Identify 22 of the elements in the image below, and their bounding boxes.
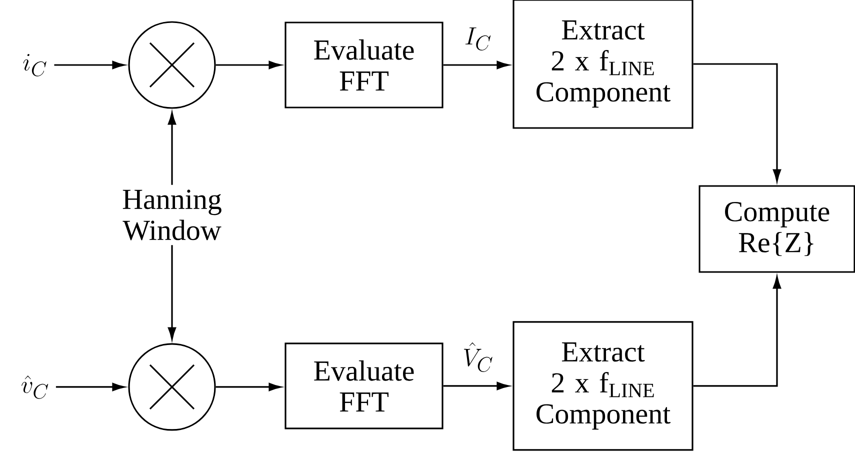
multiplier-circle xyxy=(128,21,216,109)
window-label: Hanning Window xyxy=(122,190,222,240)
arrow xyxy=(443,382,510,390)
arrow xyxy=(216,60,282,70)
arrow xyxy=(443,60,510,70)
process-box: Evaluate FFT xyxy=(284,342,444,430)
arrow xyxy=(693,63,782,182)
process-box: Extract 2 x f$_{LINE}$ Component xyxy=(512,0,694,129)
arrow xyxy=(216,382,282,392)
signal-label: $i_{C}$ xyxy=(23,54,46,76)
process-box: Evaluate FFT xyxy=(284,22,444,108)
multiplier-circle xyxy=(128,343,216,431)
edge-label: $I_{C}$ xyxy=(465,27,491,50)
signal-label: $\hat{v}_{C}$ xyxy=(22,376,48,399)
process-box: Extract 2 x f$_{LINE}$ Component xyxy=(512,321,694,451)
arrow xyxy=(54,60,125,70)
arrow xyxy=(168,245,176,340)
arrow xyxy=(693,276,782,387)
arrow xyxy=(168,112,176,185)
edge-label: $\hat{V}_{C}$ xyxy=(464,342,492,372)
arrow xyxy=(56,382,125,392)
process-box: Compute Re{Z} xyxy=(698,185,855,273)
